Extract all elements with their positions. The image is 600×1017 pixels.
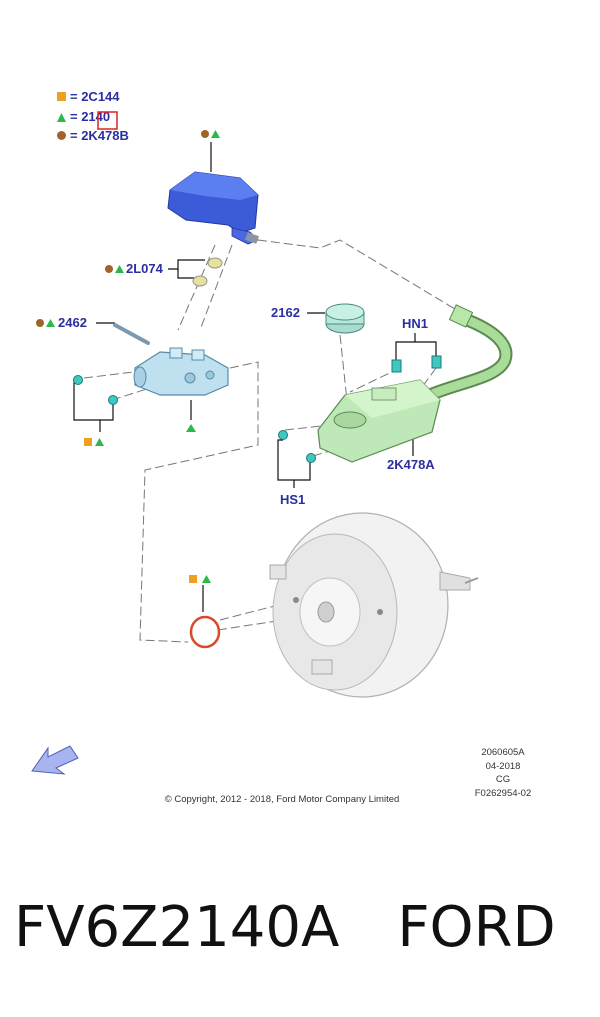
callout-label-hs1: HS1 [280,492,305,507]
reservoir-icon [317,379,441,463]
callout-label-2k478a: 2K478A [387,457,435,472]
mc-fittings [73,375,118,405]
brand-name: FORD [397,895,556,960]
callout-label-hn1: HN1 [402,316,428,331]
hose-icon [423,304,513,402]
seal-ring-icon [189,615,221,649]
part-caption: FV6Z2140A FORD [14,895,594,975]
callout-2l074: 2L074 [105,261,164,276]
code-1: 2060605A [481,747,525,758]
cap-symbols [201,130,220,138]
mc-symbols [84,424,196,446]
legend-label-2c144: = 2C144 [70,89,120,104]
callout-2462: 2462 [36,315,87,330]
sensor-icon [113,323,150,345]
code-3: CG [496,774,510,785]
direction-arrow-icon [31,745,79,775]
master-cylinder-icon [133,347,229,396]
code-4: F0262954-02 [475,788,532,799]
callout-label-2l074: 2L074 [126,261,164,276]
part-number: FV6Z2140A [14,895,340,960]
hn1-clips [391,355,442,373]
legend-triangle-icon [57,113,66,122]
reservoir-cap-icon [167,171,260,245]
code-2: 04-2018 [486,761,521,772]
callout-label-2162: 2162 [271,305,300,320]
brake-booster-icon [269,512,479,698]
callout-hs1: HS1 [280,492,305,507]
callout-hn1: HN1 [402,316,428,331]
filler-cap-icon [325,303,365,334]
hs1-fittings [278,430,316,463]
reference-codes: 2060605A 04-2018 CG F0262954-02 [475,747,532,799]
copyright: © Copyright, 2012 - 2018, Ford Motor Com… [165,794,400,805]
highlight-box [97,111,118,130]
legend-label-2k478b: = 2K478B [70,128,129,143]
callout-label-2462: 2462 [58,315,87,330]
legend-circle-icon [57,131,66,140]
callout-2162: 2162 [271,305,300,320]
booster-symbols [189,575,211,583]
callout-2k478a: 2K478A [387,457,435,472]
brake-parts-diagram: = 2C144 = 2140 = 2K478B [31,89,532,805]
legend: = 2C144 = 2140 = 2K478B [57,89,129,143]
grommet-icon [192,257,223,287]
legend-square-icon [57,92,66,101]
